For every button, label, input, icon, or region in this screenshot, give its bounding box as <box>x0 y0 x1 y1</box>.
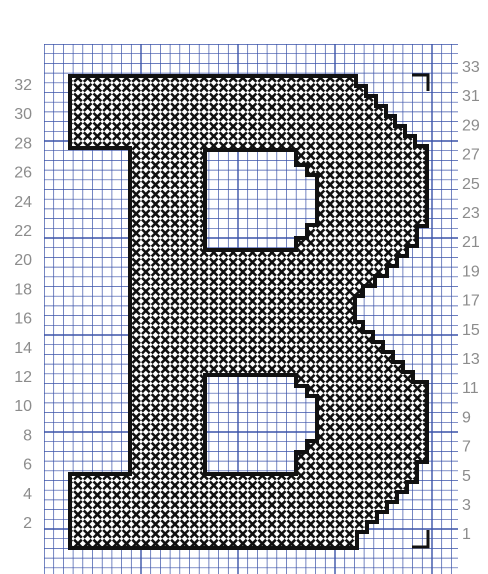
right-row-number: 17 <box>462 293 480 310</box>
left-row-number: 22 <box>14 223 32 240</box>
left-row-number: 28 <box>14 135 32 152</box>
left-row-number: 24 <box>14 194 32 211</box>
left-row-number: 10 <box>14 398 32 415</box>
right-row-number: 31 <box>462 88 480 105</box>
left-row-number: 6 <box>23 457 32 474</box>
right-row-number: 25 <box>462 176 480 193</box>
right-row-number: 1 <box>462 526 471 543</box>
right-row-number: 21 <box>462 234 480 251</box>
left-row-number: 26 <box>14 165 32 182</box>
left-row-number: 32 <box>14 77 32 94</box>
right-row-number: 29 <box>462 117 480 134</box>
right-row-number: 23 <box>462 205 480 222</box>
left-row-number: 14 <box>14 340 32 357</box>
right-row-number: 11 <box>462 380 479 397</box>
left-row-number: 16 <box>14 311 32 328</box>
right-row-number: 9 <box>462 409 471 426</box>
left-row-number: 8 <box>23 427 32 444</box>
right-row-number: 27 <box>462 147 480 164</box>
right-row-number: 15 <box>462 322 480 339</box>
left-row-number: 18 <box>14 281 32 298</box>
right-row-number: 33 <box>462 59 480 76</box>
right-row-number: 5 <box>462 468 471 485</box>
right-row-number: 7 <box>462 439 471 456</box>
right-row-number: 19 <box>462 263 480 280</box>
left-row-number: 30 <box>14 106 32 123</box>
left-row-number: 20 <box>14 252 32 269</box>
left-row-number: 12 <box>14 369 32 386</box>
left-row-number: 2 <box>23 515 32 532</box>
left-row-numbers: 32 30 28 26 24 22 20 18 16 14 12 10 8 6 4 2 <box>14 77 32 532</box>
right-row-number: 3 <box>462 497 471 514</box>
right-row-number: 13 <box>462 351 480 368</box>
left-row-number: 4 <box>23 486 32 503</box>
